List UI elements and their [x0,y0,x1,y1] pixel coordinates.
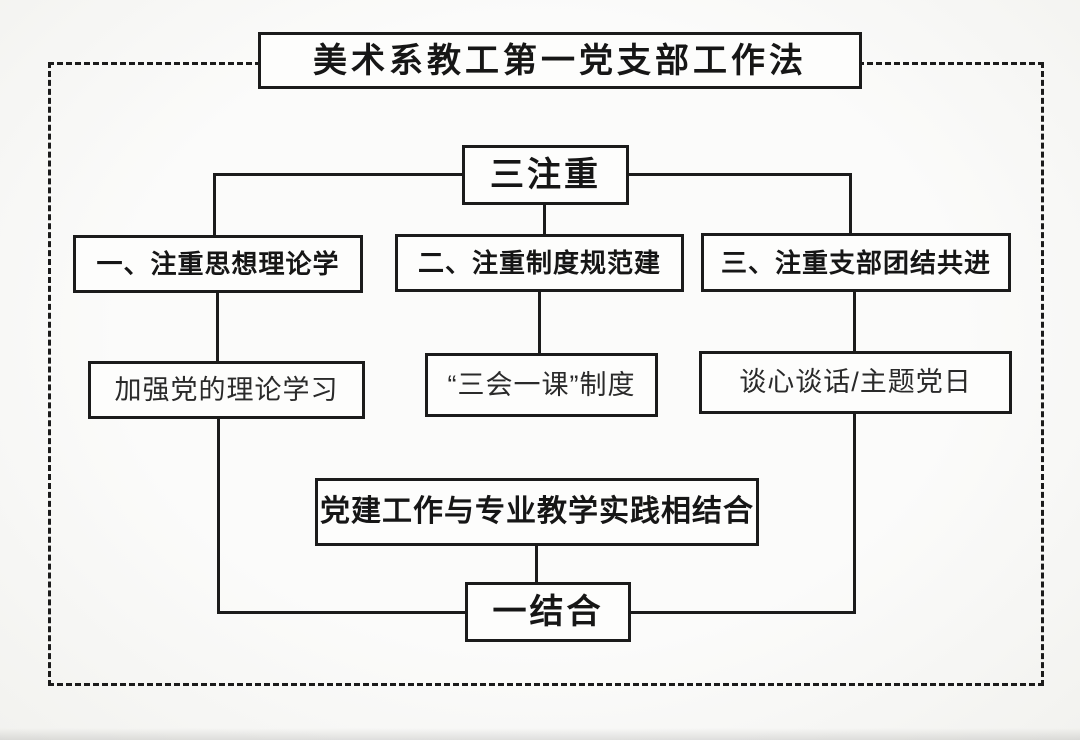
connector-middle-drop-1 [543,203,546,236]
focus-3-detail-box: 谈心谈话/主题党日 [699,351,1012,414]
focus-1-heading: 一、注重思想理论学 [96,249,340,279]
diagram-title: 美术系教工第一党支部工作法 [313,41,807,80]
focus-3-heading-box: 三、注重支部团结共进 [701,233,1011,292]
one-combination-label: 一结合 [492,593,604,631]
focus-3-heading: 三、注重支部团结共进 [720,247,991,278]
connector-right-drop-3 [853,413,856,614]
connector-bottom-right-horizontal [629,611,856,614]
integration-label: 党建工作与专业教学实践相结合 [320,495,754,528]
focus-2-heading-box: 二、注重制度规范建 [395,234,684,292]
connector-middle-drop-2 [538,291,541,354]
connector-right-drop-2 [853,291,856,352]
focus-1-detail-box: 加强党的理论学习 [88,361,365,419]
three-focus-node: 三注重 [462,145,629,205]
diagram-title-box: 美术系教工第一党支部工作法 [258,32,862,89]
connector-middle-drop-3 [535,545,538,583]
connector-top-right-horizontal [628,173,852,176]
connector-left-drop-1 [213,173,216,236]
focus-1-detail: 加强党的理论学习 [114,374,339,405]
connector-right-drop-1 [849,173,852,234]
connector-left-drop-3 [217,418,220,614]
one-combination-node: 一结合 [465,582,631,642]
focus-2-detail: “三会一课”制度 [447,369,636,400]
three-focus-label: 三注重 [490,156,601,194]
focus-3-detail: 谈心谈话/主题党日 [739,367,972,397]
focus-2-detail-box: “三会一课”制度 [425,353,658,417]
focus-1-heading-box: 一、注重思想理论学 [73,235,363,293]
connector-bottom-left-horizontal [217,611,467,614]
connector-left-drop-2 [216,291,219,362]
integration-box: 党建工作与专业教学实践相结合 [315,478,759,546]
focus-2-heading: 二、注重制度规范建 [417,248,661,278]
connector-top-left-horizontal [213,173,465,176]
